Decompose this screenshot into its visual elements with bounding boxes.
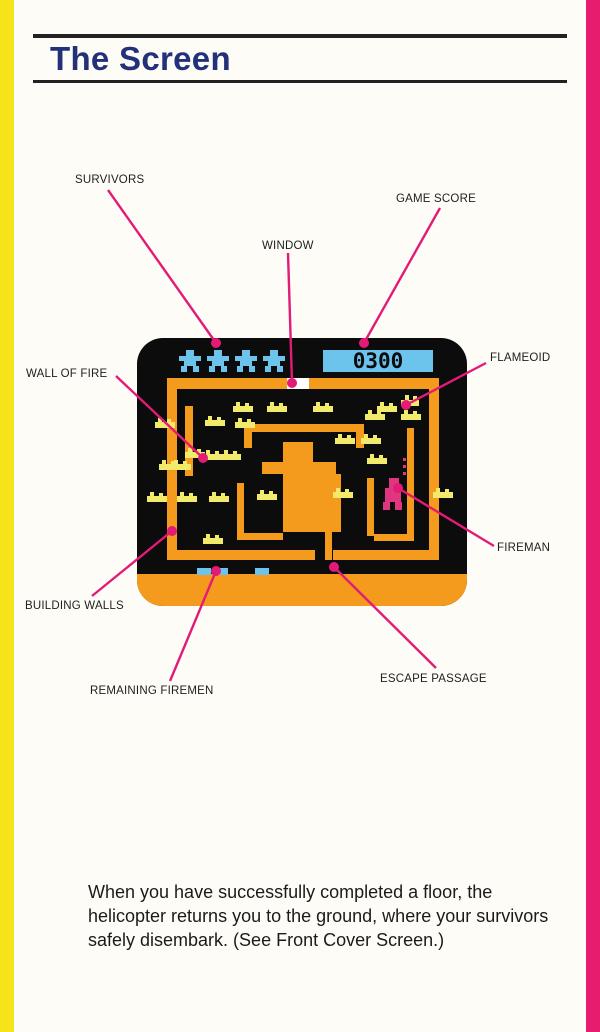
fire-sprite — [235, 418, 255, 428]
fire-sprite — [203, 534, 223, 544]
fire-sprite — [221, 450, 241, 460]
remaining-fireman-block — [197, 568, 211, 575]
fire-sprite — [367, 454, 387, 464]
central-column-cap — [262, 462, 336, 474]
fire-sprite — [185, 448, 205, 458]
fire-sprite — [313, 402, 333, 412]
wall-inner-left-post — [244, 424, 252, 448]
label-remaining-firemen: REMAINING FIREMEN — [90, 685, 214, 697]
fire-sprite — [205, 416, 225, 426]
wall-lower-ledge-right — [374, 534, 414, 541]
fire-sprite — [365, 410, 385, 420]
fire-sprite — [233, 402, 253, 412]
fire-sprite — [159, 460, 179, 470]
survivor-icon — [263, 350, 285, 372]
wall-of-fire — [147, 402, 453, 544]
fire-sprite — [401, 410, 421, 420]
survivor-icon — [207, 350, 229, 372]
game-screen: 0300 — [137, 338, 467, 606]
remaining-firemen-indicator — [197, 568, 269, 575]
label-fireman: FIREMAN — [497, 542, 551, 554]
fire-sprite — [203, 450, 223, 460]
wall-top-right — [309, 378, 439, 389]
score-display: 0300 — [323, 349, 433, 373]
fire-sprite — [361, 434, 381, 444]
wall-inner-right-post — [356, 424, 364, 448]
wall-lower-ledge-left — [237, 533, 283, 540]
page-title: The Screen — [50, 40, 231, 77]
window — [287, 378, 309, 389]
right-color-stripe — [586, 0, 600, 1032]
fire-sprite — [267, 402, 287, 412]
title-rule-bottom — [33, 80, 567, 83]
fire-sprite — [177, 492, 197, 502]
remaining-fireman-block — [214, 568, 228, 575]
central-column-body — [283, 474, 341, 532]
label-wall-of-fire: WALL OF FIRE — [26, 368, 108, 380]
label-game-score: GAME SCORE — [396, 193, 476, 205]
label-window: WINDOW — [262, 240, 314, 252]
escape-passage-wall — [325, 528, 332, 560]
fire-sprite — [257, 490, 277, 500]
survivor-icon — [179, 350, 201, 372]
wall-top-left — [167, 378, 287, 389]
central-column-top — [283, 442, 313, 464]
label-building-walls: BUILDING WALLS — [25, 600, 124, 612]
fire-sprite — [171, 460, 191, 470]
left-color-stripe — [0, 0, 14, 1032]
fire-sprite — [335, 434, 355, 444]
fire-sprite — [433, 488, 453, 498]
wall-bottom-right — [333, 550, 439, 560]
wall-right — [429, 378, 439, 558]
wall-bottom-left — [167, 550, 315, 560]
game-screen-svg: 0300 — [137, 349, 467, 606]
label-survivors: SURVIVORS — [75, 174, 145, 186]
fireman — [383, 458, 406, 510]
wall-inner-top — [244, 424, 364, 432]
fire-sprite — [209, 492, 229, 502]
fire-sprite — [377, 402, 397, 412]
remaining-fireman-block — [255, 568, 269, 575]
survivors-hud — [179, 350, 285, 372]
label-escape-passage: ESCAPE PASSAGE — [380, 673, 487, 685]
fire-sprite — [147, 492, 167, 502]
title-rule-top — [33, 34, 567, 38]
label-flameoid: FLAMEOID — [490, 352, 551, 364]
body-paragraph: When you have successfully completed a f… — [88, 882, 549, 950]
floor-base — [137, 574, 467, 606]
wall-lower-post-left — [237, 483, 244, 533]
wall-right-inner — [407, 428, 414, 538]
wall-lower-post-right — [367, 478, 374, 536]
leader-survivors — [107, 189, 217, 344]
score-digits: 0300 — [353, 349, 404, 373]
fire-sprite — [333, 488, 353, 498]
survivor-icon — [235, 350, 257, 372]
leader-game-score — [362, 207, 442, 344]
building-walls — [167, 378, 439, 560]
flameoid — [401, 395, 419, 406]
